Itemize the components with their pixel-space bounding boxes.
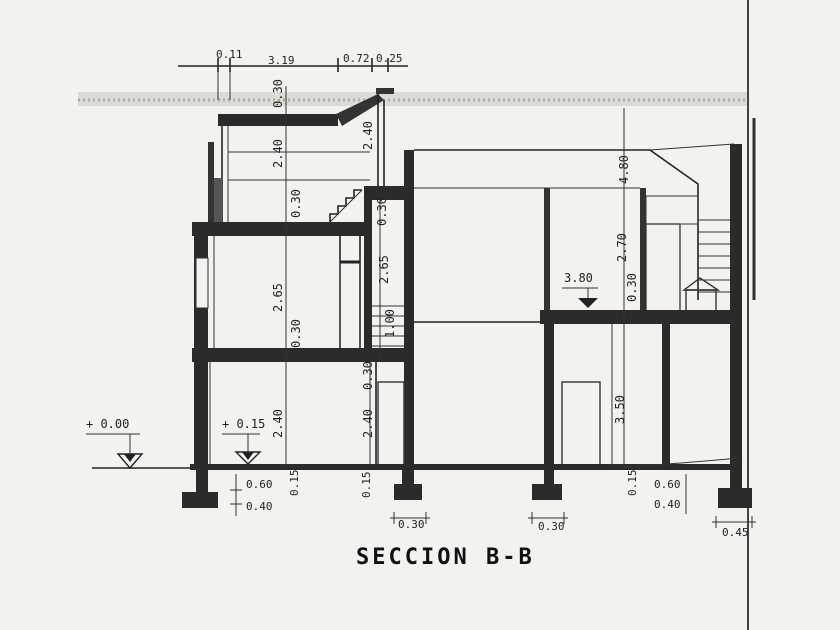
level-marker-interior: + 0.15 xyxy=(222,417,265,465)
dim-right-gap: 0.15 xyxy=(626,470,639,497)
dim-right-ground: 3.50 xyxy=(613,395,627,424)
dim-mid-gap: 0.15 xyxy=(360,472,373,499)
dim-second-slab: 0.30 xyxy=(289,319,303,348)
roof-structure xyxy=(208,88,394,223)
door-left xyxy=(377,381,405,467)
dim-ground-height: 2.40 xyxy=(271,409,285,438)
second-floor-left xyxy=(192,236,410,362)
dim-left-gap: 0.15 xyxy=(288,470,301,497)
top-dim-4: 0.25 xyxy=(376,52,403,65)
right-volume xyxy=(414,143,742,484)
upper-floor-slab xyxy=(192,186,414,236)
dim-ground-mid-height: 2.40 xyxy=(361,409,375,438)
dim-right-upper: 2.70 xyxy=(615,233,629,262)
dim-footing-3: 0.45 xyxy=(722,526,749,539)
foundation-dims: 0.60 0.40 0.15 0.15 0.15 0.60 0.40 0.30 … xyxy=(230,470,756,539)
top-dim-1: 0.11 xyxy=(216,48,243,61)
dim-footing-2: 0.30 xyxy=(538,520,565,533)
door-right xyxy=(561,381,601,467)
vertical-dim-lines xyxy=(285,86,625,470)
dim-roof-parapet: 0.30 xyxy=(271,79,285,108)
section-title: SECCION B-B xyxy=(356,545,535,570)
level-marker-right: 3.80 xyxy=(562,271,598,308)
dim-stair-step: 1.00 xyxy=(383,309,397,338)
dim-upper-slab: 0.30 xyxy=(289,189,303,218)
dim-left-a: 0.60 xyxy=(246,478,273,491)
dim-upper-height: 2.40 xyxy=(271,139,285,168)
dim-right-tall: 4.80 xyxy=(617,155,631,184)
top-dimension-line: 0.11 3.19 0.72 0.25 xyxy=(178,48,408,100)
dim-right-a: 0.60 xyxy=(654,478,681,491)
dim-stair-slab: 0.30 xyxy=(375,197,389,226)
dim-second-height: 2.65 xyxy=(271,283,285,312)
right-stair xyxy=(698,219,734,293)
level-exterior-label: + 0.00 xyxy=(86,417,129,431)
top-dim-2: 3.19 xyxy=(268,54,295,67)
dim-stair-height: 2.40 xyxy=(361,121,375,150)
level-right-label: 3.80 xyxy=(564,271,593,285)
stair-shaft xyxy=(364,150,414,468)
dim-stair2-height: 2.65 xyxy=(377,255,391,284)
top-dim-3: 0.72 xyxy=(343,52,370,65)
level-interior-label: + 0.15 xyxy=(222,417,265,431)
footings xyxy=(182,470,752,508)
dim-stair-low-slab: 0.30 xyxy=(361,361,375,390)
ground-line xyxy=(92,457,739,470)
dim-right-slab: 0.30 xyxy=(625,273,639,302)
dim-right-b: 0.40 xyxy=(654,498,681,511)
dim-left-b: 0.40 xyxy=(246,500,273,513)
level-marker-exterior: + 0.00 xyxy=(86,417,144,470)
dim-footing-1: 0.30 xyxy=(398,518,425,531)
